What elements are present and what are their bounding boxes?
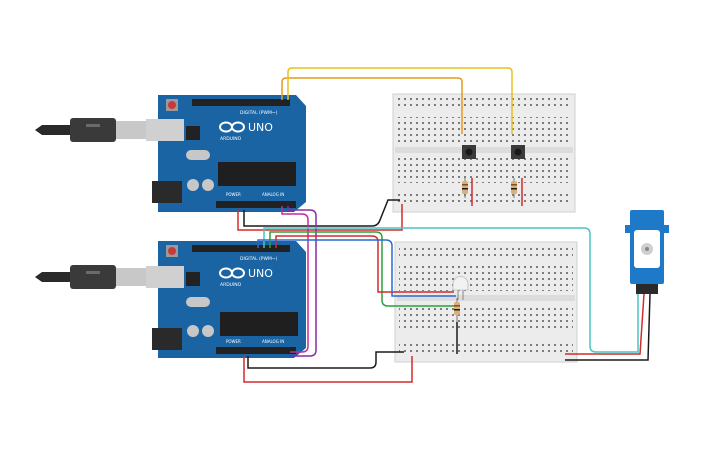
power-analog-header-bottom [216, 347, 296, 354]
mcu-chip-top [218, 162, 296, 186]
digital-header-bottom [192, 245, 290, 252]
wire-blue [257, 239, 456, 297]
board-brand-label-bottom: ARDUINO [220, 282, 242, 288]
wire-purple [287, 206, 317, 357]
wires [237, 67, 651, 383]
wire-teal [263, 227, 639, 353]
power-rail-bottom-lower [399, 341, 573, 353]
wire-yellow [287, 67, 513, 134]
wire-red-servo [565, 293, 645, 355]
board-model-label-bottom: UNO [248, 267, 273, 280]
terminal-strip-bottom-lower [399, 305, 573, 331]
power-rail-bottom-upper [399, 245, 573, 257]
wire-black-servo [565, 293, 651, 361]
digital-label-top: DIGITAL (PWM~) [240, 110, 278, 116]
usb-cable-bottom [35, 265, 146, 289]
analog-label-top: ANALOG IN [262, 192, 284, 197]
servo-motor[interactable] [625, 210, 669, 294]
led [452, 276, 469, 300]
terminal-strip-top-upper [397, 117, 571, 143]
pushbutton-1[interactable] [462, 145, 476, 159]
power-analog-header-top [216, 201, 296, 208]
arduino-logo-bottom [219, 267, 245, 279]
board-model-label-top: UNO [248, 121, 273, 134]
breadboard-bottom[interactable] [394, 241, 578, 363]
terminal-strip-top-lower [397, 157, 571, 183]
usb-port-top [146, 119, 184, 141]
terminal-strip-bottom-upper [399, 265, 573, 291]
resistor-1 [462, 178, 468, 198]
servo-connector [636, 284, 658, 294]
center-channel-top [395, 147, 573, 153]
power-label-top: POWER [226, 192, 241, 197]
reset-button-bottom[interactable] [168, 247, 176, 255]
usb-cable-top [35, 118, 146, 142]
center-channel-bottom [397, 295, 575, 301]
board-brand-label-top: ARDUINO [220, 136, 242, 142]
pushbutton-2[interactable] [511, 145, 525, 159]
usb-port-bottom [146, 266, 184, 288]
power-label-bottom: POWER [226, 339, 241, 344]
power-rail-top-lower [397, 193, 571, 205]
breadboard-top[interactable] [392, 93, 576, 213]
reset-button-top[interactable] [168, 101, 176, 109]
wire-red-mid [275, 235, 454, 293]
resistor-2 [511, 178, 517, 198]
power-jack-top [152, 181, 182, 203]
arduino-logo-top [219, 121, 245, 133]
wire-black-top [243, 199, 400, 227]
arduino-board-top[interactable]: UNO ARDUINO DIGITAL (PWM~) POWER ANALOG … [146, 95, 306, 212]
wire-green [269, 231, 454, 307]
wire-magenta [281, 206, 309, 353]
digital-header-top [192, 99, 290, 106]
wire-black-bottom [247, 351, 404, 369]
mcu-chip-bottom [220, 312, 298, 336]
power-rail-top-upper [397, 97, 571, 109]
resistor-3 [454, 298, 460, 322]
arduino-board-bottom[interactable]: UNO ARDUINO DIGITAL (PWM~) POWER ANALOG … [146, 241, 306, 358]
analog-label-bottom: ANALOG IN [262, 339, 284, 344]
power-jack-bottom [152, 328, 182, 350]
wire-red-top [237, 204, 403, 231]
wire-orange [281, 77, 463, 134]
wire-red-bottom [243, 356, 413, 383]
digital-label-bottom: DIGITAL (PWM~) [240, 256, 278, 262]
